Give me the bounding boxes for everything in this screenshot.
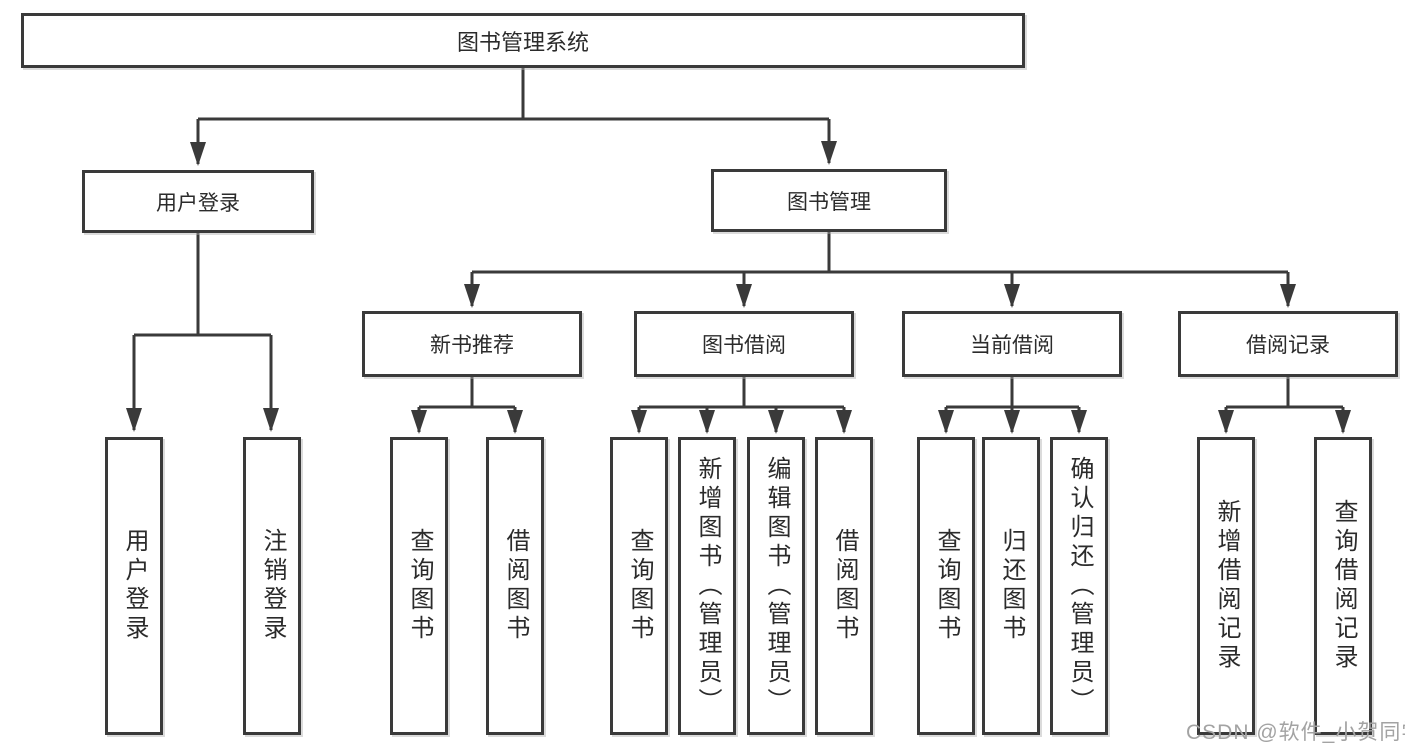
leaf-query-borrow-record: 查询借阅记录: [1314, 437, 1372, 735]
leaf-query-book-borrow: 查询图书: [610, 437, 668, 735]
leaf-borrow-book-label: 借阅图书: [831, 528, 858, 644]
leaf-borrow-book-recommend: 借阅图书: [486, 437, 544, 735]
leaf-query-book-current: 查询图书: [917, 437, 975, 735]
node-borrow-record-label: 借阅记录: [1246, 334, 1330, 357]
leaf-add-borrow-record-label: 新增借阅记录: [1213, 499, 1240, 673]
leaf-logout-label: 注销登录: [259, 528, 286, 644]
node-root: 图书管理系统: [21, 13, 1025, 68]
node-book-management: 图书管理: [711, 169, 947, 232]
leaf-return-book: 归还图书: [982, 437, 1040, 735]
leaf-confirm-return-admin: 确认归还（管理员）: [1050, 437, 1108, 735]
leaf-confirm-return-admin-label: 确认归还（管理员）: [1066, 455, 1093, 717]
node-current-borrow-label: 当前借阅: [970, 334, 1054, 357]
leaf-logout: 注销登录: [243, 437, 301, 735]
leaf-borrow-book-recommend-label: 借阅图书: [502, 528, 529, 644]
node-book-management-label: 图书管理: [787, 190, 871, 214]
leaf-query-borrow-record-label: 查询借阅记录: [1330, 499, 1357, 673]
leaf-borrow-book: 借阅图书: [815, 437, 873, 735]
leaf-query-book-borrow-label: 查询图书: [626, 528, 653, 644]
node-new-book-recommend: 新书推荐: [362, 311, 582, 377]
leaf-edit-book-admin-label: 编辑图书（管理员）: [763, 455, 790, 717]
leaf-add-book-admin: 新增图书（管理员）: [678, 437, 736, 735]
node-user-login-label: 用户登录: [156, 191, 240, 215]
node-borrow-record: 借阅记录: [1178, 311, 1398, 377]
node-root-label: 图书管理系统: [456, 29, 589, 55]
leaf-user-login-label: 用户登录: [121, 528, 148, 644]
leaf-query-book-recommend: 查询图书: [390, 437, 448, 735]
leaf-return-book-label: 归还图书: [998, 528, 1025, 644]
node-book-borrow-label: 图书借阅: [702, 334, 786, 357]
leaf-edit-book-admin: 编辑图书（管理员）: [747, 437, 805, 735]
node-current-borrow: 当前借阅: [902, 311, 1122, 377]
leaf-query-book-current-label: 查询图书: [933, 528, 960, 644]
node-user-login: 用户登录: [82, 170, 314, 233]
node-book-borrow: 图书借阅: [634, 311, 854, 377]
csdn-watermark: CSDN @软件_小贺同学: [1186, 721, 1405, 744]
leaf-add-borrow-record: 新增借阅记录: [1197, 437, 1255, 735]
leaf-add-book-admin-label: 新增图书（管理员）: [694, 455, 721, 717]
node-new-book-recommend-label: 新书推荐: [430, 334, 514, 357]
leaf-user-login: 用户登录: [105, 437, 163, 735]
leaf-query-book-recommend-label: 查询图书: [406, 528, 433, 644]
